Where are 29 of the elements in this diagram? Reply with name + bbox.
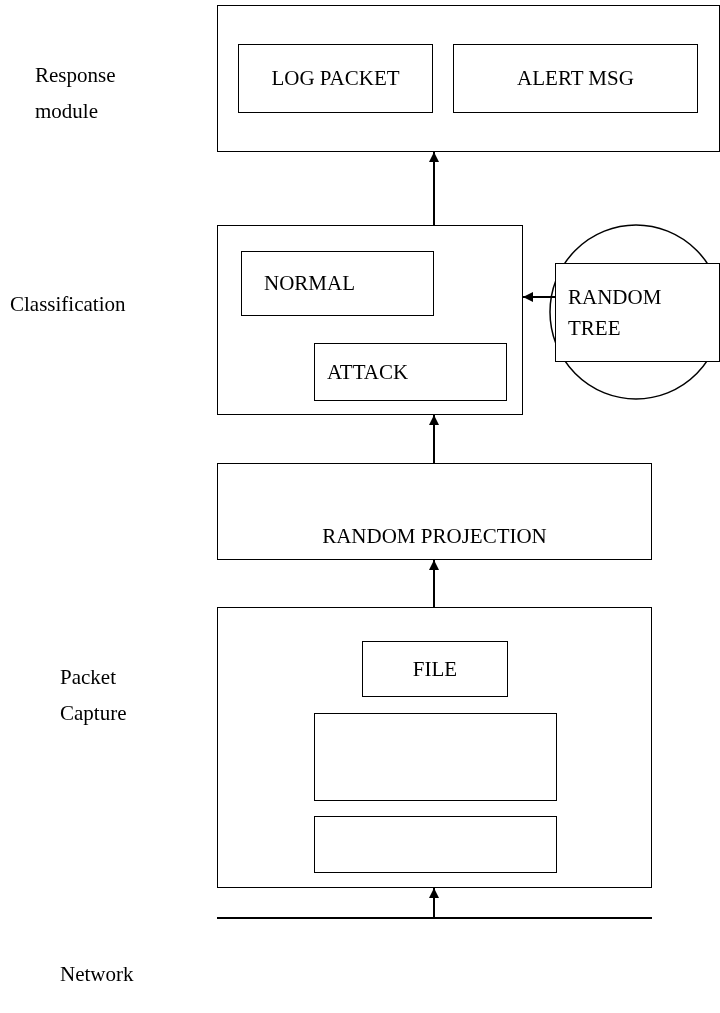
layer-label: Classification [10,291,127,318]
layer-label: Response module [35,62,117,125]
process-box [362,641,508,697]
empty-box [314,816,557,873]
layer-label: Packet Capture [60,664,128,727]
empty-box [314,713,557,801]
arrow [429,887,439,918]
layer-label: Network [60,961,135,988]
box-label: RANDOM PROJECTION [322,522,547,550]
box-label: FILE [412,655,458,683]
box-label: LOG PACKET [271,65,400,93]
network-line [217,917,652,921]
process-box [241,251,434,316]
module-box [217,607,652,888]
arrow [522,292,556,302]
box-label: ATTACK [327,358,409,386]
process-box [314,343,507,401]
arrow [429,559,439,608]
box-label: ALERT MSG [517,65,634,93]
arrow [429,151,439,226]
box-label: RANDOM TREE [568,284,663,342]
process-box [217,463,652,560]
module-box [217,5,720,152]
box-label: NORMAL [264,270,355,298]
module-box [217,225,523,415]
process-box [555,263,720,362]
process-box [238,44,433,113]
process-box [453,44,698,113]
arrow [429,414,439,464]
